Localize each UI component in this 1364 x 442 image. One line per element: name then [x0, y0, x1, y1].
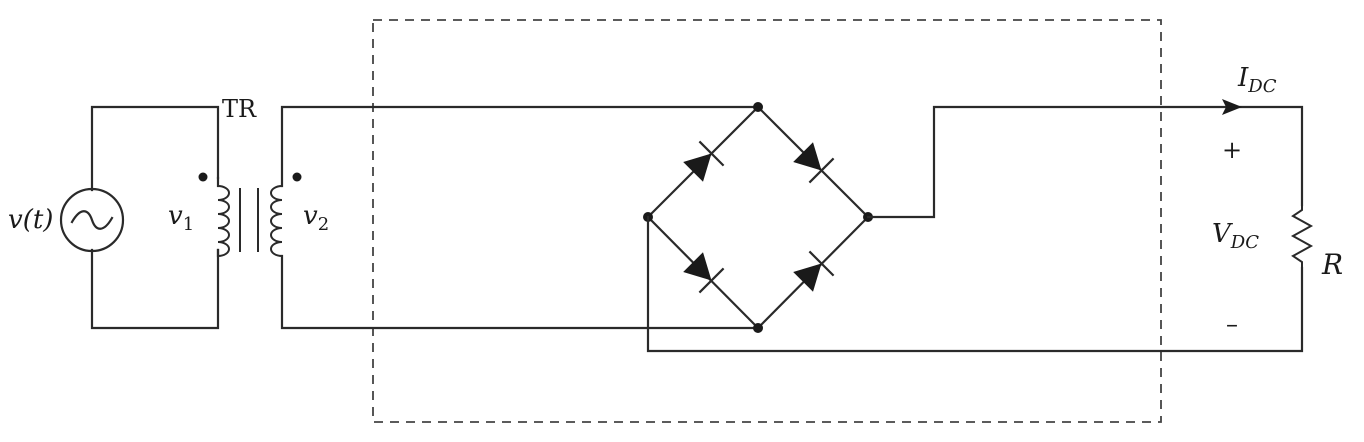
idc-label: IDC	[1237, 63, 1277, 97]
secondary-wires	[280, 105, 760, 330]
minus-sign: –	[1226, 310, 1238, 338]
current-arrow-icon	[1222, 99, 1242, 115]
primary-polarity-dot	[198, 172, 208, 182]
output-wires	[646, 105, 1304, 353]
transformer-label: TR	[222, 95, 257, 123]
vdc-label: VDC	[1212, 219, 1259, 253]
plus-sign: +	[1222, 136, 1242, 164]
source-loop-wires	[90, 105, 220, 330]
transformer	[198, 172, 302, 258]
resistor-label: R	[1321, 248, 1343, 281]
secondary-polarity-dot	[292, 172, 302, 182]
diode-bridge	[643, 102, 873, 333]
rectifier-enclosure	[372, 19, 1162, 423]
diode-upper-left	[683, 140, 725, 182]
node-bottom	[753, 323, 763, 333]
source-label: v(t)	[8, 205, 53, 235]
primary-coil	[217, 185, 230, 257]
v1-label: v1	[168, 201, 194, 235]
diode-lower-left	[683, 252, 725, 294]
node-top	[753, 102, 763, 112]
ac-source	[59, 187, 125, 253]
v2-label: v2	[303, 201, 329, 235]
diode-lower-right	[793, 250, 835, 292]
diode-upper-right	[793, 142, 835, 184]
load-resistor	[1290, 205, 1314, 268]
secondary-coil	[270, 185, 283, 257]
